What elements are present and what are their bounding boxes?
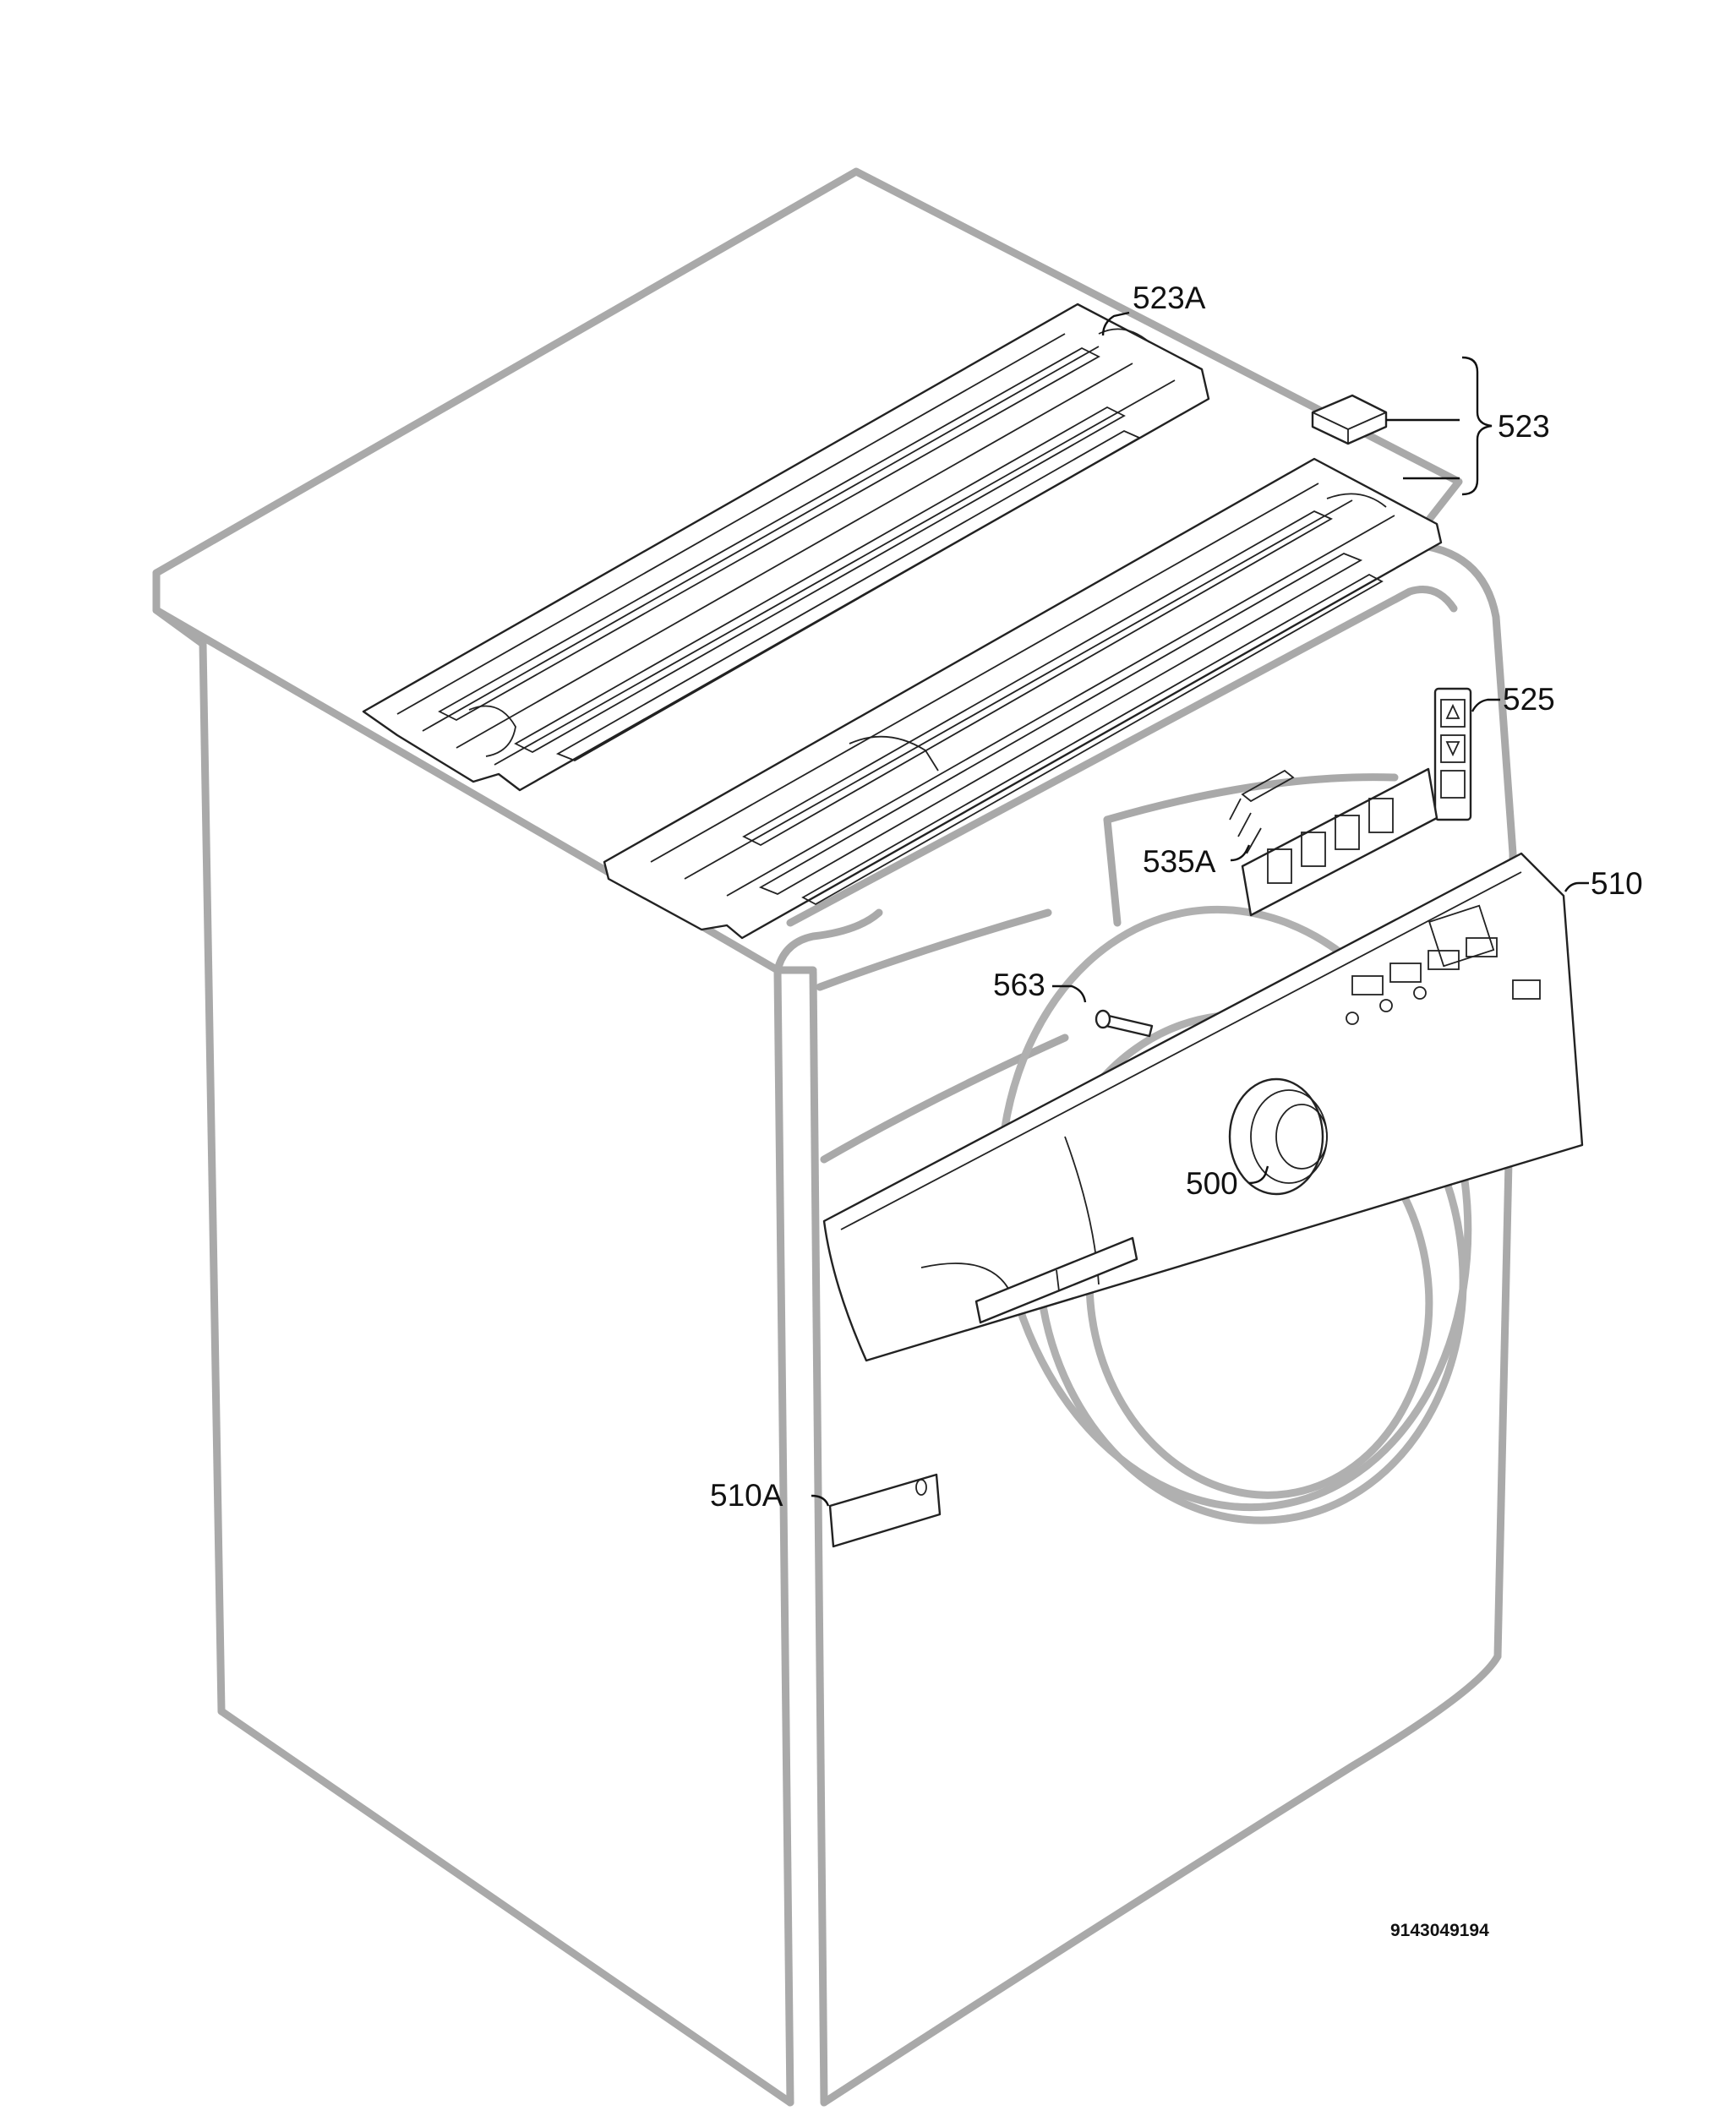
callout-563: 563 xyxy=(993,968,1045,1002)
callout-523: 523 xyxy=(1498,409,1550,444)
card-part-510A xyxy=(828,1473,942,1548)
cap-part-523 xyxy=(1311,394,1388,445)
callout-500: 500 xyxy=(1186,1166,1238,1201)
knob-icon xyxy=(1228,1077,1328,1196)
display-icon xyxy=(1428,904,1495,968)
callout-525: 525 xyxy=(1503,682,1555,717)
rod-part-563 xyxy=(1095,1009,1154,1038)
callout-510A: 510A xyxy=(710,1478,783,1513)
document-id: 9143049194 xyxy=(1390,1921,1489,1940)
control-panel-510 xyxy=(822,852,1584,1362)
callout-523A: 523A xyxy=(1133,281,1206,315)
top-frame-rail-left xyxy=(362,303,1210,792)
callout-535A: 535A xyxy=(1143,844,1216,879)
brace-icon xyxy=(1461,356,1493,496)
top-frame-rail-right xyxy=(603,457,1443,940)
callout-510: 510 xyxy=(1591,866,1643,901)
button-block-525 xyxy=(1433,687,1472,821)
pushbutton-holder-535A xyxy=(1229,767,1438,917)
callout-leaders xyxy=(811,311,1589,1507)
callout-labels: 523A 523 525 535A 510 563 500 510A xyxy=(710,281,1643,1513)
